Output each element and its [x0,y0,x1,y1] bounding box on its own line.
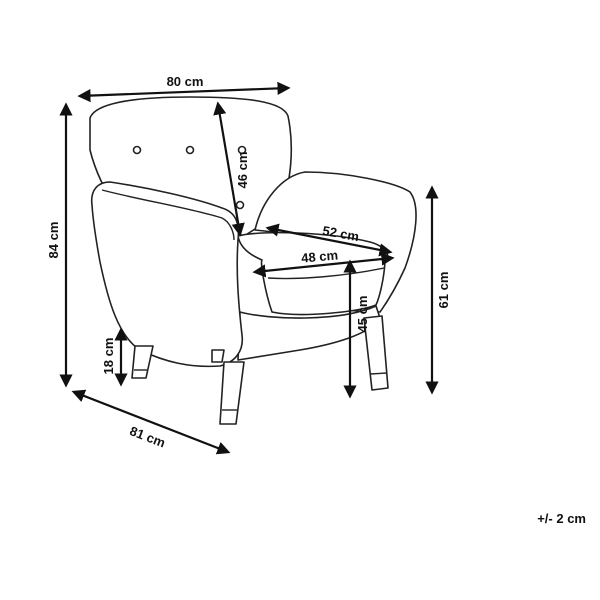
left-armrest [90,181,244,368]
leg-front-left [131,345,154,379]
tolerance-note: +/- 2 cm [537,511,586,526]
leg-back-right [363,315,389,391]
leg-back-right-cap [369,372,388,375]
leg-height-label: 18 cm [101,338,116,375]
width-dimension-line [77,81,291,103]
seat-inner-width-label: 48 cm [301,247,339,265]
dimension-lines [59,81,439,455]
backrest-button [132,145,142,155]
backrest-dimension-line [213,101,245,237]
leg-front-center [219,361,245,425]
backrest-height-label: 46 cm [235,152,250,189]
backrest-button [185,145,195,155]
backrest-button [235,200,245,210]
seat-height-label: 45 cm [355,296,370,333]
depth-dimension-line [71,389,231,455]
leg-back-hidden [211,349,225,363]
dimension-labels: 80 cm 84 cm 81 cm 46 cm 52 cm 48 cm 45 c… [46,74,451,450]
width-label: 80 cm [167,74,204,89]
seat-width-label: 52 cm [321,223,360,244]
armrest-height-label: 61 cm [436,272,451,309]
height-label: 84 cm [46,222,61,259]
seat-width-dimension-line [265,223,393,257]
seat-inner-dimension-line [252,252,395,278]
